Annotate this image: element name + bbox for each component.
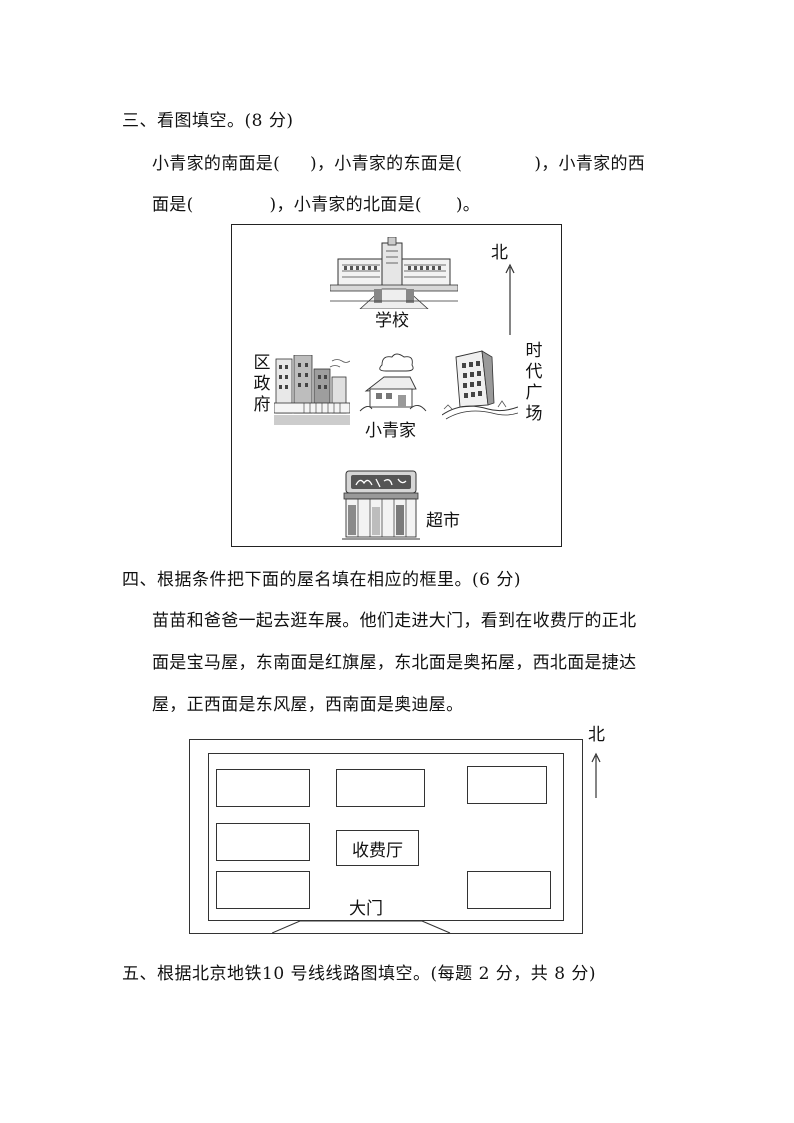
- q4-heading: 四、根据条件把下面的屋名填在相应的框里。(6 分): [122, 570, 521, 590]
- q3-line2-text-a: 面是(: [152, 195, 194, 215]
- q4-car-show-figure: 收费厅 大门: [189, 739, 583, 934]
- supermarket-building-icon: [342, 470, 420, 540]
- q3-line1-text-b: )，小青家的东面是(: [310, 154, 463, 174]
- q3-line-1: 小青家的南面是( )，小青家的东面是( )，小青家的西: [152, 149, 645, 174]
- label-plaza: 时代广场: [525, 341, 543, 424]
- label-school: 学校: [375, 311, 409, 331]
- q3-map-figure: 学校 北 区政府 小青家: [231, 224, 562, 547]
- school-building-icon: [330, 237, 458, 309]
- q4-line-3: 屋，正西面是东风屋，西南面是奥迪屋。: [152, 695, 464, 715]
- q4-north-label: 北: [588, 725, 605, 745]
- room-box-northeast[interactable]: [467, 766, 547, 804]
- q5-heading: 五、根据北京地铁10 号线线路图填空。(每题 2 分，共 8 分): [122, 964, 597, 984]
- q4-line-2: 面是宝马屋，东南面是红旗屋，东北面是奥拓屋，西北面是捷达: [152, 653, 637, 673]
- gate-label: 大门: [349, 899, 383, 919]
- room-box-west[interactable]: [216, 823, 310, 861]
- plaza-building-icon: [442, 350, 518, 420]
- q4-line-1: 苗苗和爸爸一起去逛车展。他们走进大门，看到在收费厅的正北: [152, 611, 637, 631]
- room-box-north[interactable]: [336, 769, 425, 807]
- north-label: 北: [491, 243, 508, 263]
- q3-line-2: 面是( )，小青家的北面是( )。: [152, 190, 480, 215]
- q4-north-arrow-icon: [591, 752, 601, 798]
- north-arrow-icon: [505, 263, 515, 335]
- home-house-icon: [359, 353, 427, 412]
- room-box-northwest[interactable]: [216, 769, 310, 807]
- q3-line2-text-c: )。: [455, 195, 481, 215]
- room-box-southwest[interactable]: [216, 871, 310, 909]
- car-show-hall: 收费厅 大门: [208, 753, 564, 921]
- label-supermarket: 超市: [426, 511, 460, 531]
- q3-heading: 三、看图填空。(8 分): [122, 111, 294, 131]
- district-gov-building-icon: [274, 355, 350, 425]
- gate-opening-icon: [272, 920, 451, 934]
- room-box-southeast[interactable]: [467, 871, 551, 909]
- q3-line1-text-c: )，小青家的西: [534, 154, 646, 174]
- q3-line1-text-a: 小青家的南面是(: [152, 154, 281, 174]
- toll-booth-label: 收费厅: [352, 840, 403, 861]
- label-district-gov: 区政府: [253, 353, 271, 415]
- q3-line2-text-b: )，小青家的北面是(: [269, 195, 422, 215]
- label-home: 小青家: [365, 421, 416, 441]
- toll-booth: 收费厅: [336, 830, 419, 866]
